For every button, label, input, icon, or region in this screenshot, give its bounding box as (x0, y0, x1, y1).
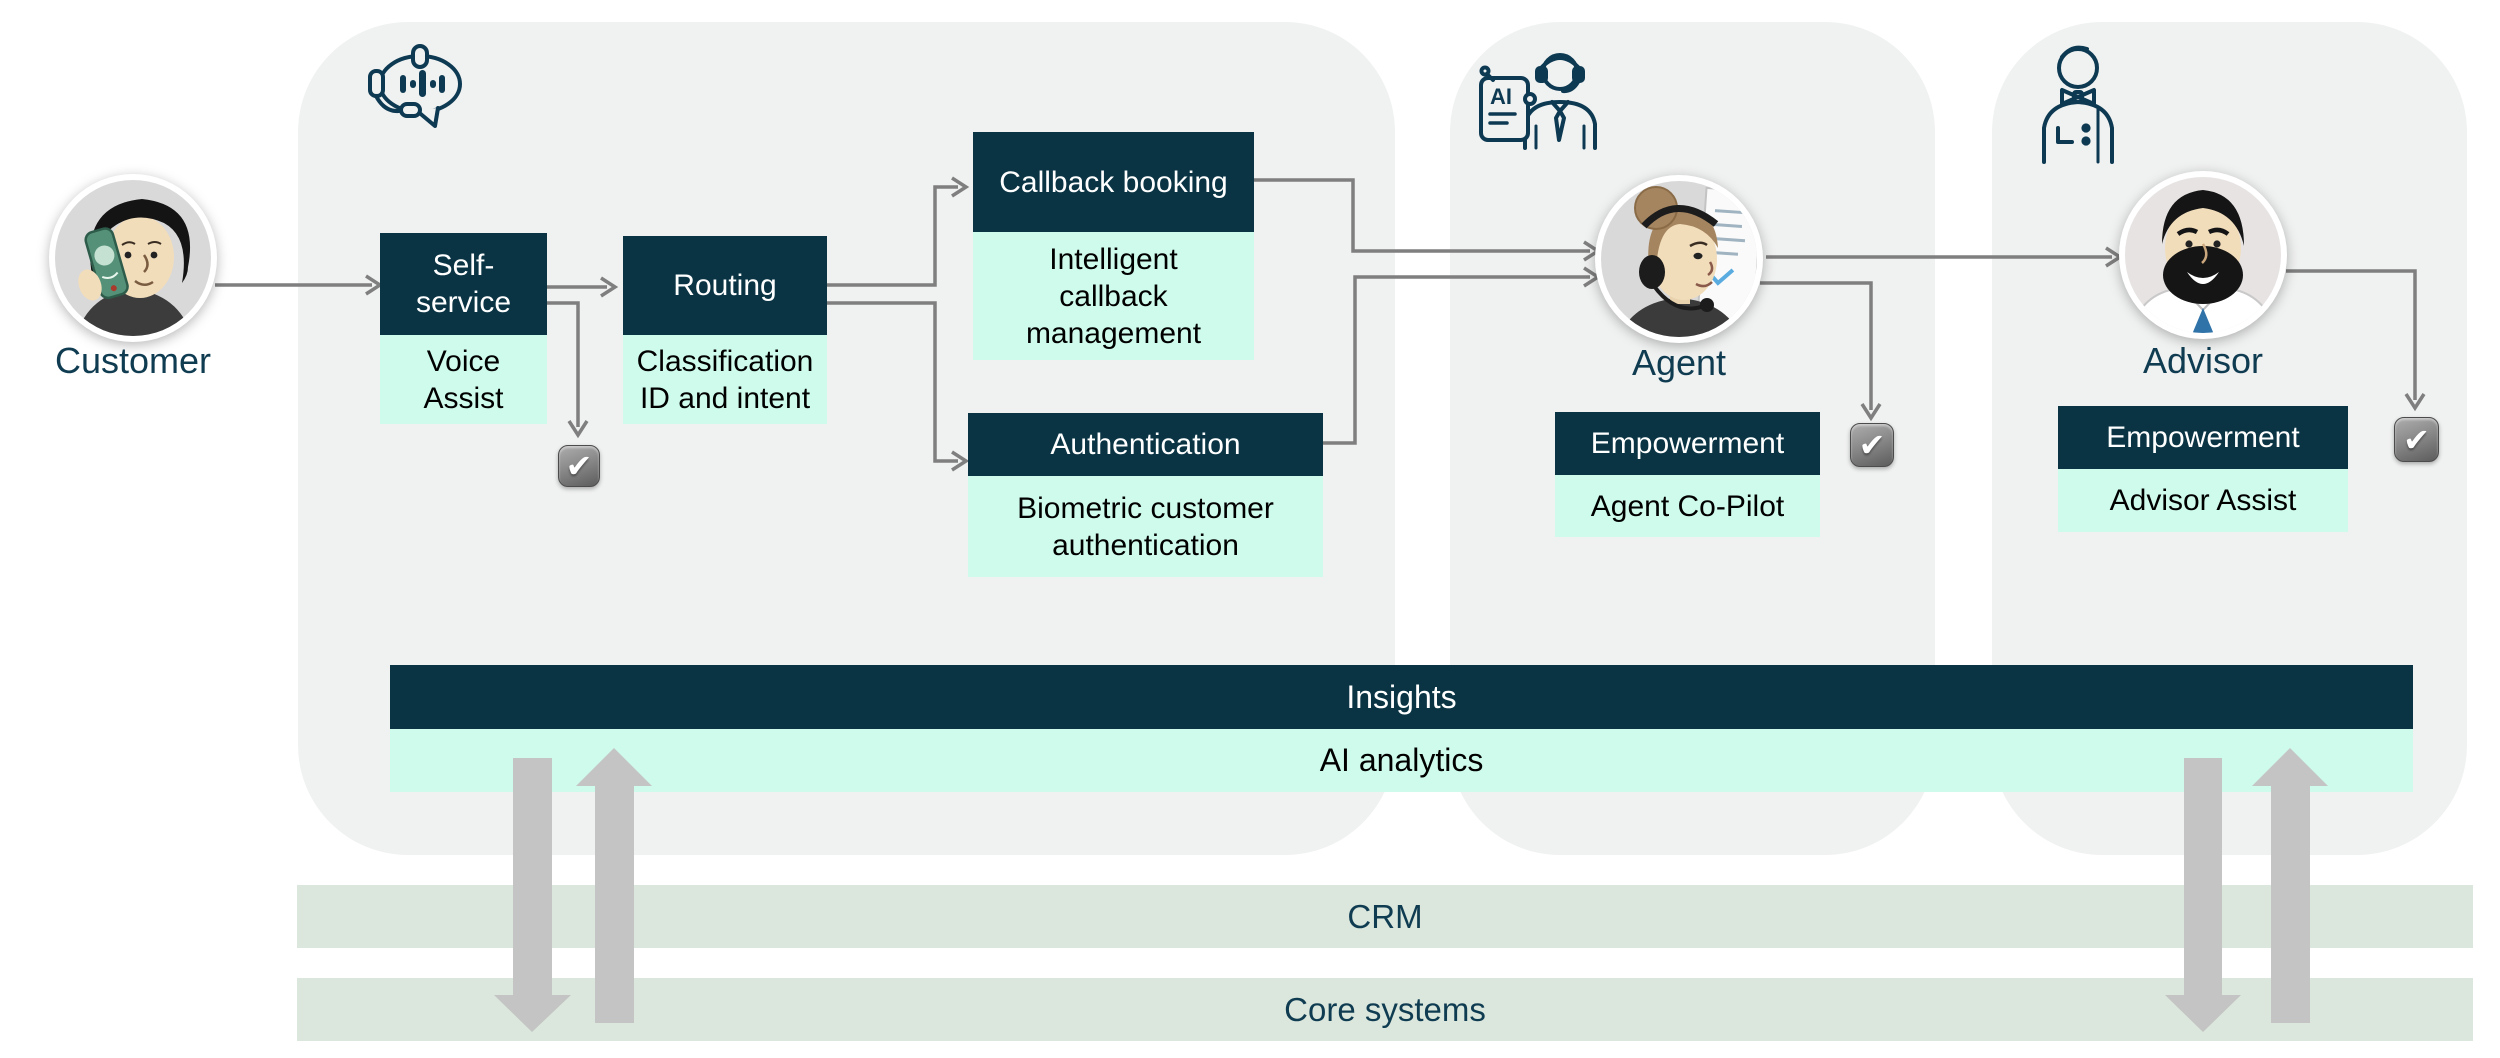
subtitle-line: management (1025, 316, 1202, 350)
checkmark-badge-icon: ✔ (1850, 423, 1894, 467)
title-line: Callback booking (999, 165, 1228, 199)
self-service-box-title: Self- service (380, 233, 547, 335)
subtitle-line: Assist (423, 381, 504, 415)
title-line: Self- (432, 249, 495, 282)
insights-bar-title: Insights (390, 665, 2413, 729)
title-line: Authentication (1050, 428, 1241, 461)
check-glyph: ✔ (1858, 427, 1886, 463)
subtitle-line: callback (1059, 279, 1168, 313)
check-glyph: ✔ (565, 448, 593, 484)
voice-bot-icon (358, 40, 476, 136)
title-line: Routing (673, 269, 777, 302)
checkmark-badge-icon: ✔ (2394, 417, 2439, 462)
subtitle-line: ID and intent (639, 381, 811, 415)
advisor-avatar (2108, 160, 2298, 350)
agent-empowerment-title: Empowerment (1555, 412, 1820, 475)
authentication-box-title: Authentication (968, 413, 1323, 476)
routing-box: Routing Classification ID and intent (623, 236, 827, 424)
advisor-empowerment-subtitle: Advisor Assist (2058, 469, 2348, 532)
check-glyph: ✔ (2403, 421, 2430, 458)
self-service-box-subtitle: Voice Assist (380, 335, 547, 424)
routing-box-title: Routing (623, 236, 827, 335)
callback-booking-box-subtitle: Intelligent callback management (973, 232, 1254, 360)
self-service-box: Self- service Voice Assist (380, 233, 547, 424)
insights-bar: Insights AI analytics (390, 665, 2413, 792)
authentication-box-subtitle: Biometric customer authentication (968, 476, 1323, 577)
subtitle-line: Advisor Assist (2109, 484, 2297, 517)
advisor-empowerment-title: Empowerment (2058, 406, 2348, 469)
title-line: service (415, 286, 512, 319)
ai-agent-assist-icon: AI (1473, 44, 1611, 159)
advisor-empowerment-box: Empowerment Advisor Assist (2058, 406, 2348, 532)
core-systems-bar: Core systems (297, 978, 2473, 1041)
subtitle-line: Intelligent (1049, 242, 1178, 276)
advisor-label: Advisor (2142, 340, 2264, 381)
routing-box-subtitle: Classification ID and intent (623, 335, 827, 424)
subtitle-line: Biometric customer (1017, 491, 1274, 525)
agent-empowerment-box: Empowerment Agent Co-Pilot (1555, 412, 1820, 537)
agent-empowerment-subtitle: Agent Co-Pilot (1555, 475, 1820, 537)
customer-label: Customer (54, 340, 212, 381)
subtitle-line: Voice (426, 344, 501, 378)
insights-label: Insights (1346, 678, 1457, 715)
subtitle-line: Agent Co-Pilot (1590, 489, 1785, 523)
title-line: Empowerment (2106, 421, 2300, 454)
agent-avatar (1584, 164, 1774, 354)
ai-analytics-label: AI analytics (1319, 742, 1484, 778)
subtitle-line: authentication (1052, 528, 1239, 562)
svg-text:AI: AI (1490, 84, 1512, 109)
agent-label: Agent (1631, 342, 1727, 383)
crm-bar: CRM (297, 885, 2473, 948)
advisor-person-icon (2028, 40, 2128, 168)
checkmark-badge-icon: ✔ (558, 445, 600, 487)
title-line: Empowerment (1590, 427, 1785, 460)
subtitle-line: Classification (636, 344, 814, 378)
authentication-box: Authentication Biometric customer authen… (968, 413, 1323, 577)
crm-label: CRM (1347, 897, 1423, 935)
core-systems-label: Core systems (1284, 990, 1486, 1028)
customer-avatar (38, 163, 228, 353)
insights-bar-subtitle: AI analytics (390, 729, 2413, 792)
callback-booking-box-title: Callback booking (973, 132, 1254, 232)
callback-booking-box: Callback booking Intelligent callback ma… (973, 132, 1254, 360)
